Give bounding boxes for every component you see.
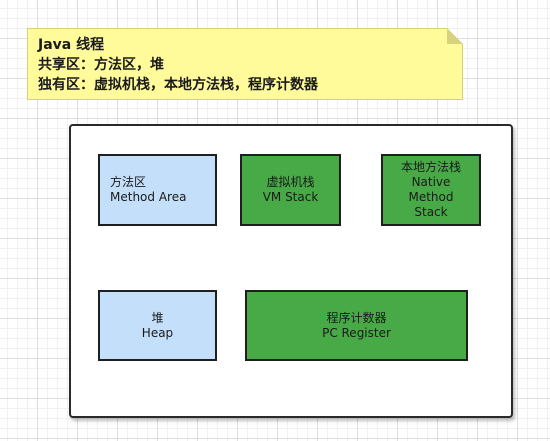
method-area-label-en: Method Area (110, 190, 187, 204)
heap-label-en: Heap (141, 325, 174, 340)
note-text: Java 线程 共享区：方法区，堆 独有区：虚拟机栈，本地方法栈，程序计数器 (38, 35, 318, 95)
pc-register-box[interactable]: 程序计数器 PC Register (245, 290, 468, 361)
note-shared-areas: 共享区：方法区，堆 (38, 57, 164, 73)
method-area-box[interactable]: 方法区 Method Area (98, 154, 217, 226)
pc-register-label-cn: 程序计数器 (326, 310, 387, 325)
note-folded-corner (447, 28, 463, 44)
native-stack-label-cn: 本地方法栈 (400, 160, 461, 174)
native-stack-label-en-2: Method (408, 190, 454, 204)
pc-register-label-en: PC Register (322, 325, 391, 340)
native-stack-label-en-1: Native (411, 175, 451, 189)
vm-stack-label-cn: 虚拟机栈 (266, 175, 315, 189)
native-stack-label-en-3: Stack (414, 205, 448, 219)
note-title: Java 线程 (38, 37, 105, 53)
vm-stack-box[interactable]: 虚拟机栈 VM Stack (240, 154, 341, 226)
native-method-stack-box[interactable]: 本地方法栈 Native Method Stack (381, 154, 481, 226)
vm-stack-label-en: VM Stack (262, 190, 319, 204)
heap-box[interactable]: 堆 Heap (98, 290, 217, 361)
sticky-note: Java 线程 共享区：方法区，堆 独有区：虚拟机栈，本地方法栈，程序计数器 (27, 28, 463, 100)
heap-label-cn: 堆 (151, 310, 164, 325)
method-area-label-cn: 方法区 (110, 175, 147, 189)
note-private-areas: 独有区：虚拟机栈，本地方法栈，程序计数器 (38, 77, 318, 93)
